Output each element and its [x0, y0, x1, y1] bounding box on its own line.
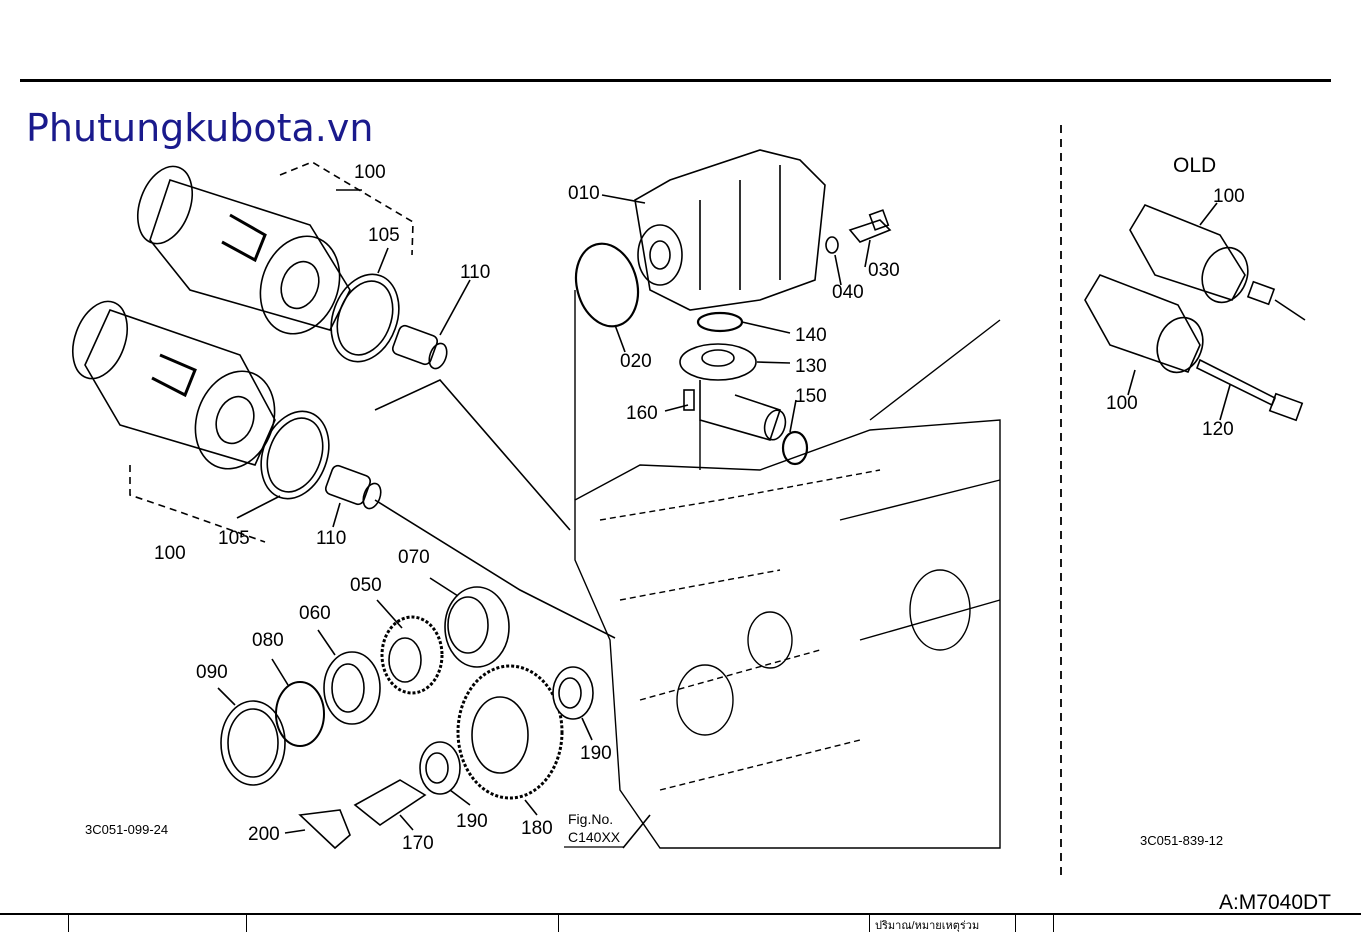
callout-105-upper: 105	[368, 225, 400, 246]
drawing-code-right: 3C051-839-12	[1140, 833, 1223, 848]
callout-060: 060	[299, 603, 331, 624]
snap-ring-080[interactable]	[275, 681, 325, 747]
old-callout-100-lower: 100	[1106, 393, 1138, 414]
drawing-code-left: 3C051-099-24	[85, 822, 168, 837]
callout-130: 130	[795, 356, 827, 377]
gasket-lower[interactable]	[250, 402, 341, 508]
o-ring-020[interactable]	[567, 237, 647, 334]
callout-190-right: 190	[580, 743, 612, 764]
table-divider	[558, 915, 559, 932]
oil-filter-upper[interactable]	[128, 159, 353, 345]
callout-110-lower: 110	[316, 528, 346, 549]
callout-030: 030	[868, 260, 900, 281]
model-code: A:M7040DT	[1218, 891, 1331, 914]
callout-180: 180	[521, 818, 553, 839]
pipe-elbow	[699, 380, 782, 441]
bolt-030[interactable]	[848, 209, 892, 243]
transmission-housing	[574, 290, 1001, 849]
callout-080: 080	[252, 630, 284, 651]
nipple-upper[interactable]	[391, 324, 450, 371]
callout-105-lower: 105	[218, 528, 250, 549]
callout-100-upper: 100	[354, 162, 386, 183]
old-callout-120: 120	[1202, 419, 1234, 440]
callout-050: 050	[350, 575, 382, 596]
gear-050[interactable]	[380, 615, 444, 695]
table-divider	[1053, 915, 1054, 932]
callout-110-upper: 110	[460, 262, 490, 283]
old-section-label: OLD	[1173, 154, 1216, 177]
flange-130[interactable]	[679, 343, 757, 381]
bearing-190-right[interactable]	[552, 666, 594, 720]
old-oil-filter-lower[interactable]	[1084, 274, 1304, 422]
bottom-rule	[0, 913, 1361, 915]
table-divider	[869, 915, 870, 932]
callout-070: 070	[398, 547, 430, 568]
top-rule	[20, 79, 1331, 82]
callout-040: 040	[832, 282, 864, 303]
washer-040[interactable]	[825, 236, 839, 254]
table-divider	[68, 915, 69, 932]
shaft-170[interactable]	[353, 779, 427, 826]
callout-140: 140	[795, 325, 827, 346]
callout-090: 090	[196, 662, 228, 683]
hydraulic-pump[interactable]	[634, 149, 826, 311]
bolt-160[interactable]	[683, 389, 695, 411]
o-ring-150[interactable]	[781, 430, 809, 466]
bearing-190-left[interactable]	[419, 741, 461, 795]
callout-200: 200	[248, 824, 280, 845]
bearing-060[interactable]	[323, 651, 381, 725]
watermark-text: Phutungkubota.vn	[26, 106, 374, 150]
callout-150: 150	[795, 386, 827, 407]
plate-200[interactable]	[298, 809, 351, 850]
callout-010: 010	[568, 183, 600, 204]
shim-090[interactable]	[220, 700, 286, 786]
o-ring-140[interactable]	[696, 311, 744, 333]
callout-190-left: 190	[456, 811, 488, 832]
callout-170: 170	[402, 833, 434, 854]
callout-020: 020	[620, 351, 652, 372]
table-divider	[246, 915, 247, 932]
fig-no-value: C140XX	[568, 829, 621, 845]
old-callout-100-upper: 100	[1213, 186, 1245, 207]
gear-180[interactable]	[456, 664, 564, 800]
table-divider	[1015, 915, 1016, 932]
bottom-note: ปริมาณ/หมายเหตุร่วม	[875, 920, 980, 932]
nipple-lower[interactable]	[324, 464, 384, 511]
fig-no-label: Fig.No.	[568, 811, 613, 827]
gasket-upper[interactable]	[320, 265, 411, 371]
oil-filter-lower[interactable]	[63, 294, 288, 480]
old-oil-filter-upper[interactable]	[1129, 204, 1306, 321]
bearing-070[interactable]	[444, 586, 510, 668]
callout-100-lower: 100	[154, 543, 186, 564]
callout-160: 160	[626, 403, 658, 424]
